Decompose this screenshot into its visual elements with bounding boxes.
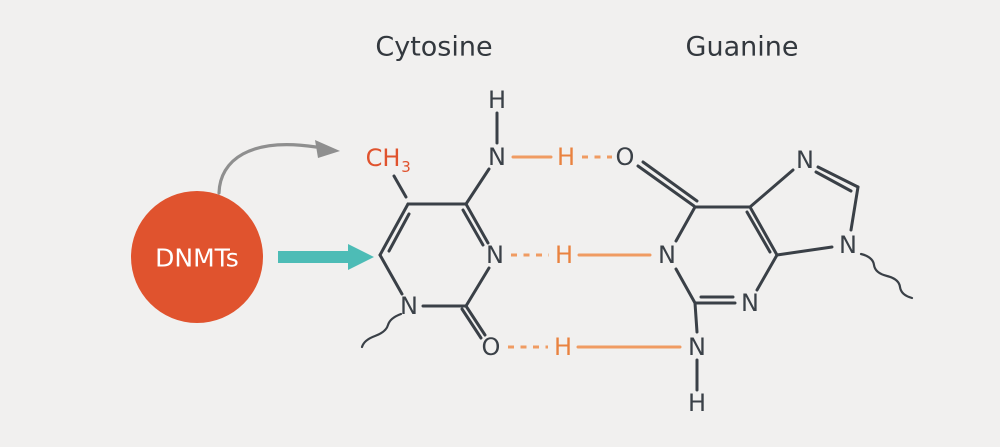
cytosine-n1-label: N <box>400 292 418 320</box>
bond-n1-c6 <box>378 253 404 296</box>
hbond-h-top-label: H <box>557 143 575 171</box>
bond-c4-n3 <box>464 202 490 245</box>
bond-n7-c8-double <box>814 170 853 193</box>
cytosine-amino-n-label: N <box>488 143 506 171</box>
bond-c2-o <box>464 304 487 337</box>
teal-arrow <box>278 244 374 270</box>
bond-n7-c8 <box>816 165 860 189</box>
hbond-h-bottom-label: H <box>554 333 572 361</box>
bond-c2-o-double <box>460 307 483 340</box>
guanine-bonds <box>636 160 914 392</box>
bond-c2-amino-n <box>693 301 699 334</box>
curved-arrow-shaft <box>217 143 318 195</box>
guanine-n1-label: N <box>658 241 676 269</box>
guanine-n9-label: N <box>839 231 857 259</box>
bond-c6-c5-double <box>387 212 411 253</box>
guanine-n3-label: N <box>741 289 759 317</box>
cytosine-n3-label: N <box>486 241 504 269</box>
guanine-amino-n-label: N <box>688 333 706 361</box>
bond-c5-methyl <box>392 174 408 199</box>
bond-n3-c2 <box>464 266 491 308</box>
cytosine-carbonyl-o-label: O <box>482 333 501 361</box>
bond-c8-n9 <box>849 185 860 232</box>
guanine-backbone-squiggle <box>859 252 914 300</box>
bond-n1-c2 <box>674 267 697 305</box>
bond-c4-amino-n <box>464 167 491 206</box>
hydrogen-bond-lines <box>508 155 682 349</box>
curved-arrow-head <box>315 140 340 158</box>
dnmt-label: DNMTs <box>155 244 239 273</box>
bond-c4-c5-double <box>745 210 772 254</box>
cytosine-amino-h-label: H <box>488 86 506 114</box>
cytosine-bonds <box>360 111 499 349</box>
bond-c4-c5 <box>748 205 779 257</box>
bond-c4-n3-double <box>461 208 485 247</box>
methyl-subscript: 3 <box>401 158 411 176</box>
bond-c5-n7 <box>748 168 795 209</box>
hbond-h-middle-label: H <box>555 241 573 269</box>
guanine-n7-label: N <box>796 146 814 174</box>
guanine-carbonyl-o-label: O <box>616 143 635 171</box>
bond-o-c6 <box>636 164 696 208</box>
cytosine-backbone-squiggle <box>360 312 403 349</box>
dnmt-circle <box>131 191 263 323</box>
methyl-label: CH <box>366 144 401 172</box>
curved-arrow <box>217 140 340 195</box>
bond-c6-n1 <box>674 205 697 243</box>
guanine-amino-h-label: H <box>688 389 706 417</box>
bond-o-c6-double <box>641 160 699 203</box>
bond-c6-c5 <box>378 202 410 257</box>
bond-n9-c4 <box>775 245 834 257</box>
guanine-title: Guanine <box>686 32 799 63</box>
bond-n3-c4 <box>755 253 779 292</box>
cytosine-title: Cytosine <box>375 32 492 63</box>
